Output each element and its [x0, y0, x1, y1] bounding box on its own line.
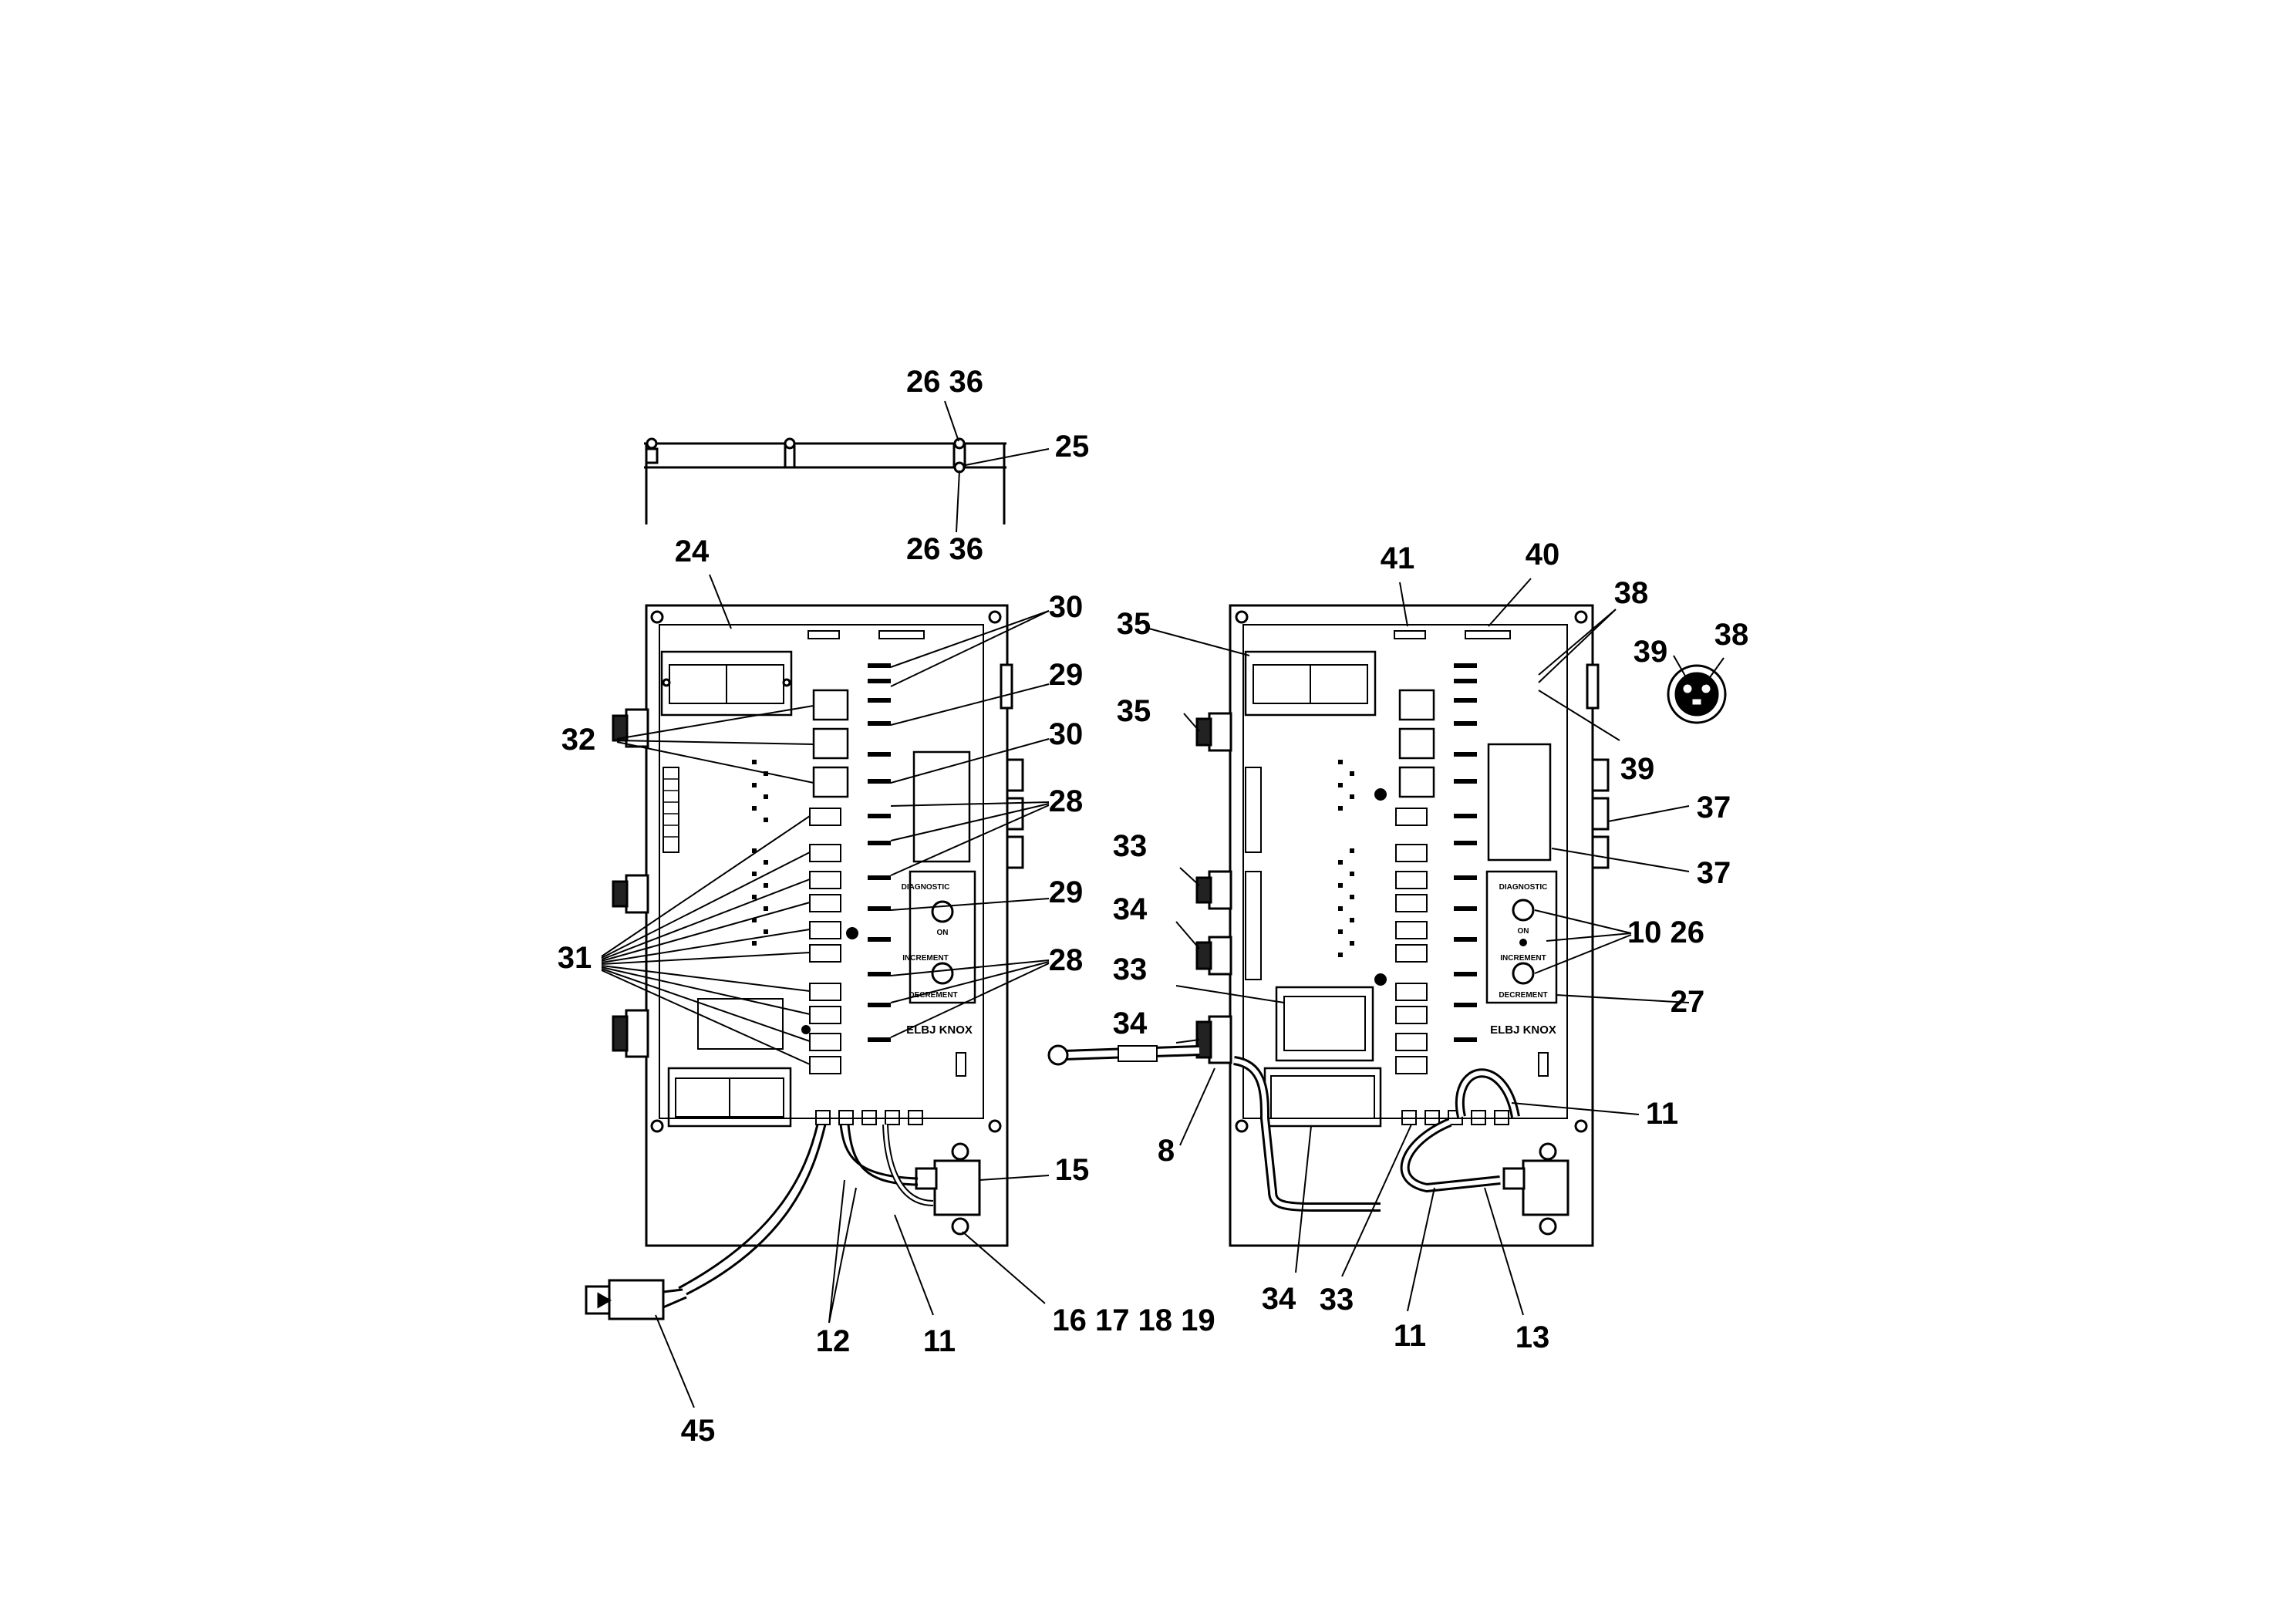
callout: 30	[1049, 590, 1084, 624]
callout: 11	[1646, 1097, 1678, 1131]
callout: 34	[1113, 1007, 1148, 1040]
callout: 25	[1055, 430, 1090, 464]
right-panel-labels: DIAGNOSTIC ON INCREMENT DECREMENT ELBJ K…	[1490, 883, 1556, 1037]
callout: 33	[1113, 953, 1148, 986]
callout: 29	[1049, 658, 1084, 692]
left-switch-bottom-state: DECREMENT	[909, 991, 957, 1000]
callout: 26 36	[906, 532, 983, 566]
callout: 39	[1633, 635, 1668, 669]
cover-bracket	[644, 437, 1006, 524]
callout: 37	[1697, 856, 1731, 890]
circular-plug-detail	[1667, 664, 1727, 724]
callout: 13	[1515, 1320, 1550, 1354]
left-panel-components	[752, 663, 891, 1042]
right-brand-label: ELBJ KNOX	[1490, 1023, 1556, 1037]
callout: 35	[1117, 607, 1151, 641]
right-switch-top-state: ON	[1518, 927, 1529, 936]
callout: 33	[1113, 829, 1148, 863]
callout: 34	[1262, 1282, 1296, 1316]
callout: 11	[1394, 1319, 1426, 1353]
callout: 45	[681, 1414, 716, 1448]
callout: 29	[1049, 875, 1084, 909]
callout: 15	[1055, 1153, 1090, 1187]
callout: 37	[1697, 791, 1731, 824]
callout: 28	[1049, 784, 1084, 818]
leader-lines	[601, 400, 1725, 1408]
right-panel	[1047, 604, 1610, 1247]
callout: 16 17 18 19	[1052, 1303, 1215, 1337]
left-switch-top-label: DIAGNOSTIC	[902, 883, 950, 892]
callout: 8	[1158, 1134, 1175, 1168]
callout: 12	[816, 1324, 851, 1358]
left-panel-labels: DIAGNOSTIC ON INCREMENT DECREMENT ELBJ K…	[902, 883, 973, 1037]
callout: 35	[1117, 694, 1151, 728]
callout: 40	[1526, 538, 1560, 572]
right-switch-top-label: DIAGNOSTIC	[1499, 883, 1548, 892]
left-brand-label: ELBJ KNOX	[906, 1023, 973, 1037]
left-panel	[585, 604, 1024, 1320]
right-panel-components	[1338, 663, 1527, 1042]
callout: 38	[1614, 576, 1649, 610]
callout: 38	[1714, 618, 1749, 652]
right-switch-bottom-label: INCREMENT	[1500, 954, 1546, 963]
callout: 24	[675, 534, 710, 568]
callout-labels: 26 36 25 26 36 24 30 29 30 32 28 31 29 2…	[558, 365, 1749, 1448]
callout: 34	[1113, 892, 1148, 926]
callout: 31	[558, 941, 592, 975]
left-switch-bottom-label: INCREMENT	[902, 954, 948, 963]
callout: 28	[1049, 943, 1084, 977]
callout: 33	[1320, 1283, 1354, 1317]
right-switch-bottom-state: DECREMENT	[1499, 991, 1547, 1000]
callout: 32	[561, 723, 596, 757]
left-switch-top-state: ON	[937, 929, 949, 937]
callout: 27	[1671, 985, 1705, 1019]
callout: 26 36	[906, 365, 983, 399]
callout: 10 26	[1627, 916, 1704, 949]
callout: 30	[1049, 717, 1084, 751]
callout: 39	[1620, 752, 1655, 786]
callout: 11	[923, 1324, 956, 1358]
callout: 41	[1381, 541, 1415, 575]
